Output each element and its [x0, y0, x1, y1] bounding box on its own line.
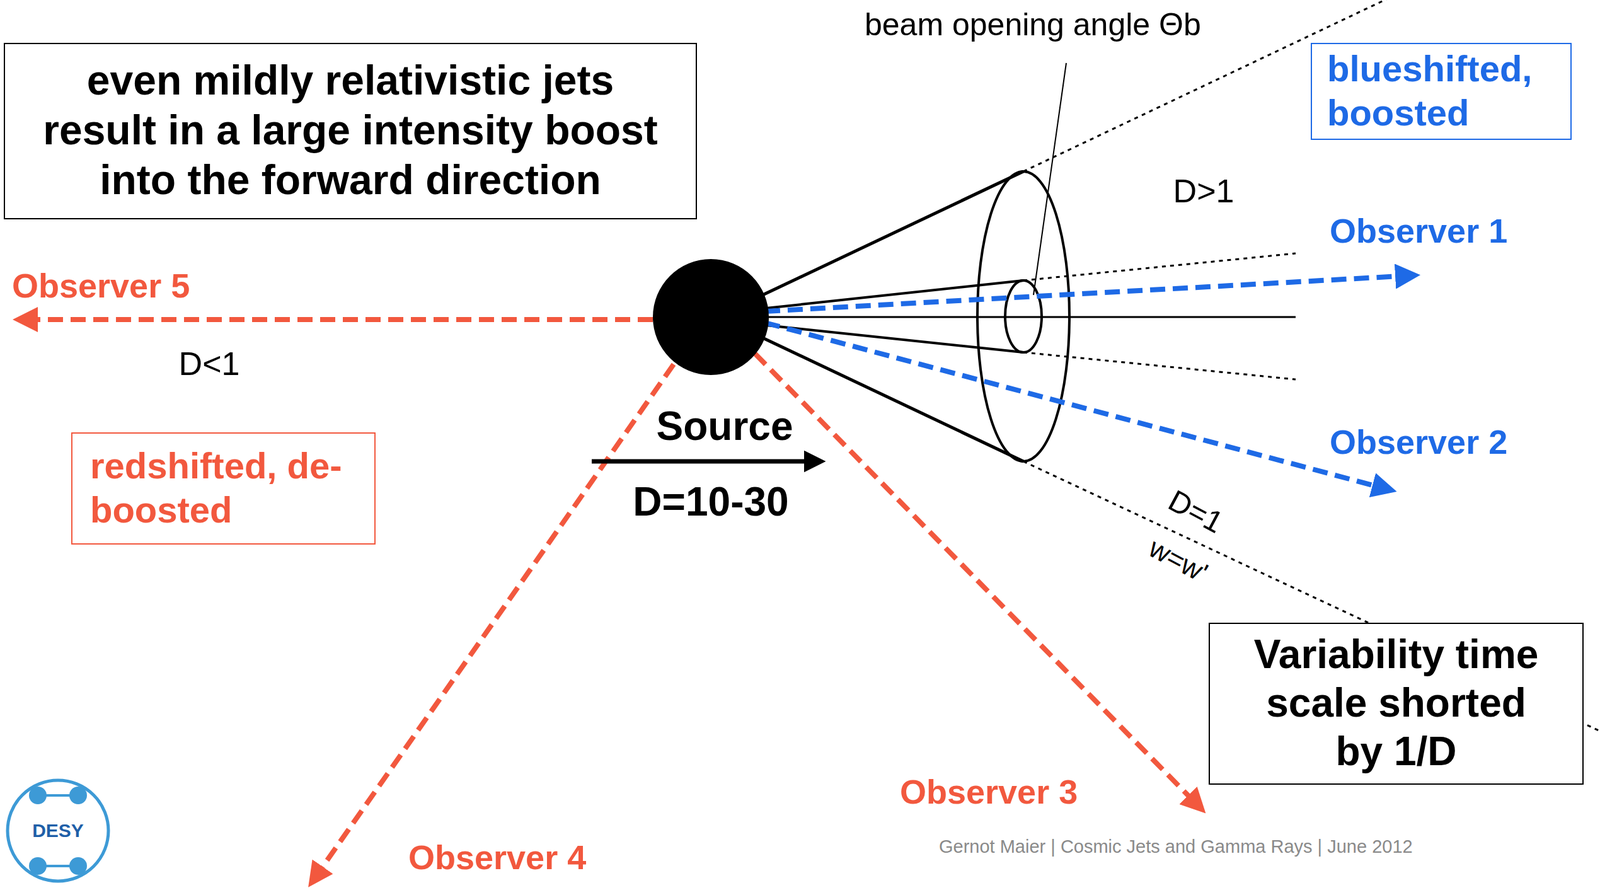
motion-arrow: [591, 459, 820, 464]
observer-label: Observer 1: [1329, 211, 1508, 251]
doppler-label: D=1: [1163, 483, 1230, 541]
observer-label: Observer 5: [11, 265, 190, 306]
doppler-label: D>1: [1173, 172, 1235, 211]
observer-label: Observer 4: [408, 837, 587, 877]
logo-dot: [28, 786, 47, 805]
redshift-box: redshifted, de-boosted: [71, 432, 376, 545]
observer-label: Observer 2: [1329, 422, 1508, 462]
cone-edge: [759, 336, 1024, 462]
doppler-label: D=10-30: [632, 478, 789, 526]
box-text: even mildly relativistic jets result in …: [35, 55, 666, 206]
jet-axis: [759, 316, 1296, 319]
logo-dot: [28, 857, 47, 875]
box-text: Variability time scale shorted by 1/D: [1245, 630, 1548, 776]
doppler-label: D<1: [178, 345, 241, 384]
box-text: redshifted, de-boosted: [90, 443, 355, 532]
observer-arrow: [20, 316, 653, 323]
observer-arrow: [765, 275, 1413, 312]
beam-ellipse: [1005, 280, 1042, 353]
source-label: Source: [656, 403, 794, 450]
logo-dot: [69, 857, 87, 875]
logo-ring: [7, 780, 109, 881]
note-box: Variability time scale shorted by 1/D: [1208, 622, 1584, 785]
observer-arrow: [765, 322, 1390, 490]
annotation: beam opening angle Θb: [864, 6, 1202, 44]
cone-ellipse: [977, 171, 1070, 462]
footer: Gernot Maier | Cosmic Jets and Gamma Ray…: [938, 836, 1413, 858]
observer-arrow: [754, 353, 1201, 808]
cone-edge: [759, 171, 1024, 297]
box-text: blueshifted, boosted: [1327, 46, 1554, 135]
observer-label: Observer 3: [899, 771, 1078, 812]
blueshift-box: blueshifted, boosted: [1310, 42, 1572, 140]
note-box: even mildly relativistic jets result in …: [3, 42, 697, 220]
leader-line: [1033, 63, 1067, 295]
beam-edge: [759, 324, 1024, 353]
logo-dot: [69, 786, 87, 805]
logo-text: DESY: [32, 819, 84, 842]
source-blob: [652, 258, 769, 375]
frequency-label: w=w': [1143, 531, 1214, 590]
